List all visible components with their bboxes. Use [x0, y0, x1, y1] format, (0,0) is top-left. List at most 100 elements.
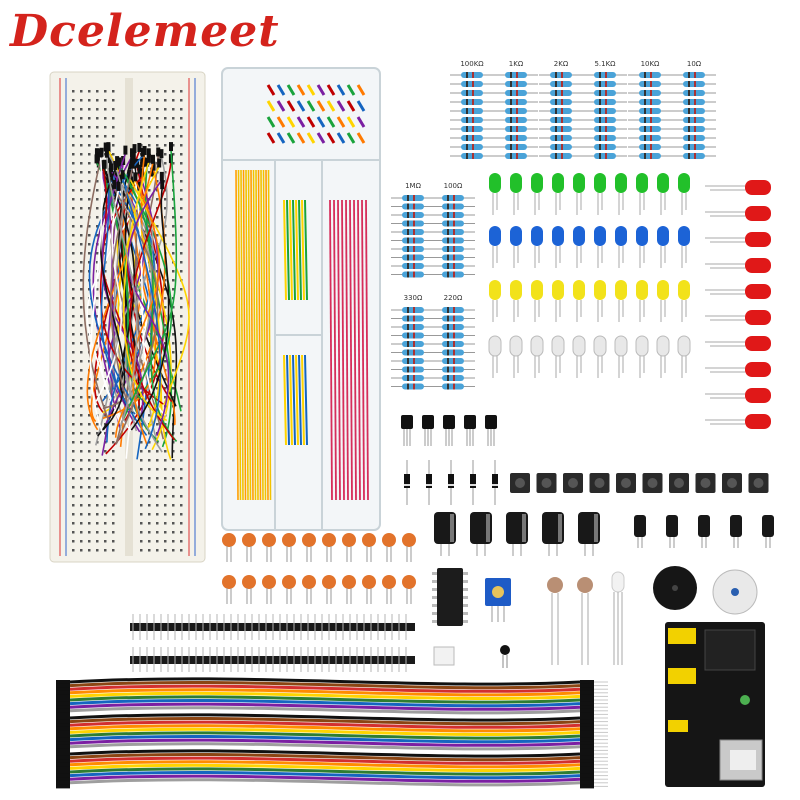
red-led	[745, 388, 771, 403]
transistor	[485, 415, 497, 429]
short-jumper	[276, 84, 286, 96]
dupont-connector	[580, 683, 594, 688]
brand-logo: Dcelemeet	[10, 6, 280, 57]
led	[678, 280, 690, 300]
resistor-band	[407, 341, 409, 347]
short-jumper	[326, 116, 336, 128]
jumper-wire-end	[106, 142, 111, 152]
short-jumper	[296, 100, 306, 112]
dupont-wire	[69, 713, 581, 722]
resistor-band	[407, 307, 409, 313]
resistor-band	[447, 332, 449, 339]
resistor-band	[453, 237, 455, 244]
capacitor-stripe	[450, 514, 454, 542]
resistor-band	[650, 72, 652, 78]
jumper-wire	[122, 150, 178, 420]
medium-jumper	[301, 354, 305, 446]
dupont-connector	[56, 687, 70, 692]
led	[510, 173, 522, 193]
resistor-band	[447, 212, 449, 218]
ic-pin	[463, 596, 468, 599]
resistor-band	[510, 135, 512, 141]
resistor-band	[694, 99, 696, 105]
resistor-band	[453, 229, 455, 235]
jumper-wire-end	[137, 142, 142, 152]
push-button-cap	[727, 478, 737, 488]
resistor-band	[555, 108, 557, 114]
medium-jumper	[289, 354, 293, 446]
resistor-band	[688, 135, 690, 141]
ic-pin	[432, 596, 437, 599]
resistor-band	[650, 144, 652, 150]
medium-jumper	[295, 354, 299, 446]
resistor-label: 5.1KΩ	[594, 60, 616, 68]
dupont-connector	[580, 748, 594, 753]
diode-band	[404, 484, 410, 486]
medium-jumper	[292, 354, 296, 446]
ceramic-capacitor	[322, 533, 336, 547]
capacitor-stripe	[594, 514, 598, 542]
red-led	[745, 180, 771, 195]
resistor-band	[644, 153, 646, 159]
led	[572, 335, 586, 357]
resistor-band	[413, 324, 415, 330]
red-led	[745, 258, 771, 273]
resistor-band	[453, 271, 455, 278]
resistor-band	[644, 81, 646, 87]
resistor-label: 220Ω	[444, 294, 463, 302]
dupont-connector	[56, 680, 70, 684]
resistor-band	[516, 117, 518, 123]
resistor-band	[466, 108, 468, 114]
resistor-band	[688, 90, 690, 96]
resistor-band	[510, 90, 512, 96]
resistor-band	[407, 195, 409, 201]
resistor-band	[407, 349, 409, 356]
short-jumper	[356, 84, 366, 96]
long-jumper-yellow	[262, 169, 267, 501]
led	[489, 173, 501, 193]
short-jumper	[326, 132, 336, 144]
capacitor-stripe	[558, 514, 562, 542]
dupont-connector	[580, 784, 594, 789]
dupont-connector	[56, 759, 70, 764]
resistor-band	[407, 212, 409, 218]
led	[489, 280, 501, 300]
push-button-cap	[541, 478, 552, 488]
resistor-band	[650, 90, 652, 96]
resistor-band	[599, 144, 601, 150]
led	[530, 335, 544, 357]
small-electrolytic-capacitor	[698, 515, 710, 537]
resistor-band	[561, 81, 563, 87]
resistor-band	[599, 153, 601, 159]
jumper-wire	[106, 172, 155, 443]
resistor-band	[561, 153, 563, 159]
short-jumper	[306, 116, 316, 128]
resistor-band	[413, 383, 415, 390]
dupont-connector	[580, 680, 594, 684]
dupont-wire	[69, 677, 581, 686]
push-button-cap	[515, 478, 525, 488]
short-jumper	[346, 132, 356, 144]
electrolytic-capacitors	[434, 512, 774, 556]
short-jumper	[306, 84, 316, 96]
dupont-connector	[580, 780, 594, 785]
small-electrolytic-capacitor	[634, 515, 646, 537]
resistor-label: 2KΩ	[554, 60, 569, 68]
short-jumper	[316, 116, 326, 128]
ic-pin	[432, 620, 437, 623]
jumper-wire-end	[107, 154, 112, 164]
long-jumper-red	[345, 199, 349, 501]
short-jumper	[326, 100, 336, 112]
resistor-band	[453, 366, 455, 373]
resistor-band	[447, 254, 449, 261]
resistor-band	[453, 341, 455, 347]
short-jumper	[346, 100, 356, 112]
dupont-connector	[580, 762, 594, 767]
resistor-band	[561, 126, 563, 132]
resistor-band	[413, 195, 415, 201]
resistor-band	[466, 153, 468, 159]
resistor-band	[407, 203, 409, 210]
diodes	[404, 460, 498, 505]
short-jumper	[276, 132, 286, 144]
resistor-band	[407, 383, 409, 390]
